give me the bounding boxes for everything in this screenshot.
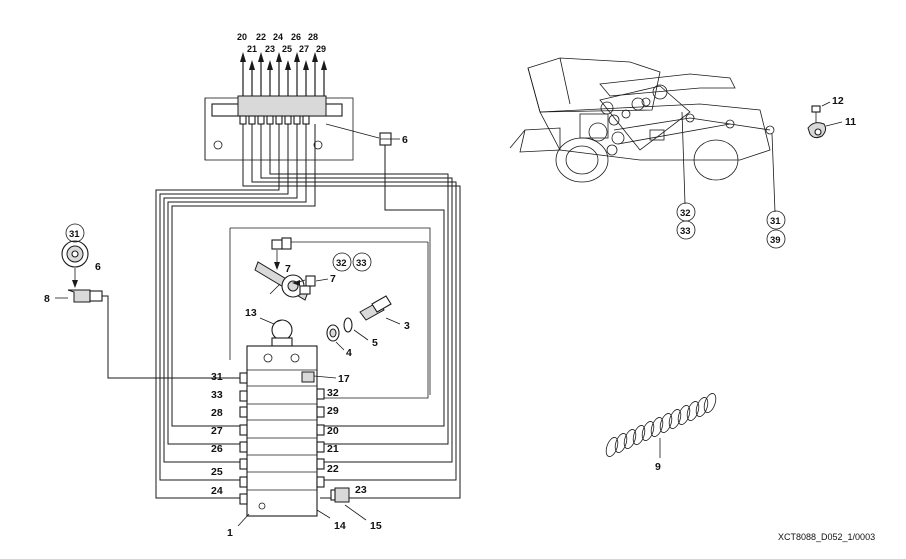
callout-7-a: 7 (285, 263, 291, 275)
combine-harvester (509, 57, 776, 213)
port-right-21: 21 (327, 443, 339, 455)
plug-15 (330, 487, 350, 503)
bolt-washer-seal (326, 295, 392, 342)
callout-23: 23 (355, 484, 367, 496)
callout-6-top: 6 (402, 134, 408, 146)
port-left-28: 28 (211, 407, 223, 419)
port-right-32: 32 (327, 387, 339, 399)
circled-31-left-text: 31 (69, 229, 80, 240)
lubricator-13 (271, 319, 293, 347)
outlet-label-28: 28 (308, 32, 318, 42)
distributor-block (239, 345, 325, 517)
outlet-label-26: 26 (291, 32, 301, 42)
circled-33-machine-text: 33 (680, 226, 691, 237)
outlet-label-20: 20 (237, 32, 247, 42)
outlet-label-22: 22 (256, 32, 266, 42)
outlet-label-25: 25 (282, 44, 292, 54)
port-right-20: 20 (327, 425, 339, 437)
callout-7-b: 7 (330, 273, 336, 285)
callout-11: 11 (845, 116, 856, 128)
outlet-label-24: 24 (273, 32, 283, 42)
circled-31-machine-text: 31 (770, 216, 781, 227)
circled-32-33-mid: 32 33 (332, 252, 372, 272)
port-left-27: 27 (211, 425, 223, 437)
callout-4: 4 (346, 347, 352, 359)
callout-12: 12 (832, 95, 844, 107)
circled-31-39-machine: 31 39 (766, 210, 786, 249)
outlet-label-29: 29 (316, 44, 326, 54)
callout-17: 17 (338, 373, 350, 385)
outlet-label-23: 23 (265, 44, 275, 54)
port-left-25: 25 (211, 466, 223, 478)
left-fitting-assembly (55, 240, 240, 379)
callout-15: 15 (370, 520, 382, 532)
bolt-clip (807, 105, 827, 139)
port-left-31: 31 (211, 371, 223, 383)
port-left-24: 24 (211, 485, 223, 497)
circled-39-machine-text: 39 (770, 235, 781, 246)
callout-3: 3 (404, 320, 410, 332)
hose-bundle (155, 124, 461, 499)
spring-9 (605, 393, 717, 457)
manifold-fittings (239, 115, 310, 125)
circled-33-mid-text: 33 (356, 258, 367, 269)
top-manifold (204, 52, 354, 161)
outlet-label-27: 27 (299, 44, 309, 54)
port-right-22: 22 (327, 463, 339, 475)
outlet-label-21: 21 (247, 44, 257, 54)
bearing-assembly (254, 237, 316, 301)
port-right-29: 29 (327, 405, 339, 417)
circled-32-mid-text: 32 (336, 258, 347, 269)
fitting-6-top (325, 123, 400, 146)
circled-32-machine-text: 32 (680, 208, 691, 219)
port-left-33: 33 (211, 389, 223, 401)
callout-9: 9 (655, 461, 661, 473)
circled-32-33-machine: 32 33 (676, 202, 696, 240)
figure-reference: XCT8088_D052_1/0003 (778, 532, 875, 542)
outlet-arrows (240, 52, 327, 96)
callout-14: 14 (334, 520, 346, 532)
port-left-26: 26 (211, 443, 223, 455)
callout-6-left: 6 (95, 261, 101, 273)
circled-31-left: 31 (65, 223, 85, 243)
callout-5: 5 (372, 337, 378, 349)
callout-1: 1 (227, 527, 233, 539)
callout-13: 13 (245, 307, 257, 319)
callout-8: 8 (44, 293, 50, 305)
